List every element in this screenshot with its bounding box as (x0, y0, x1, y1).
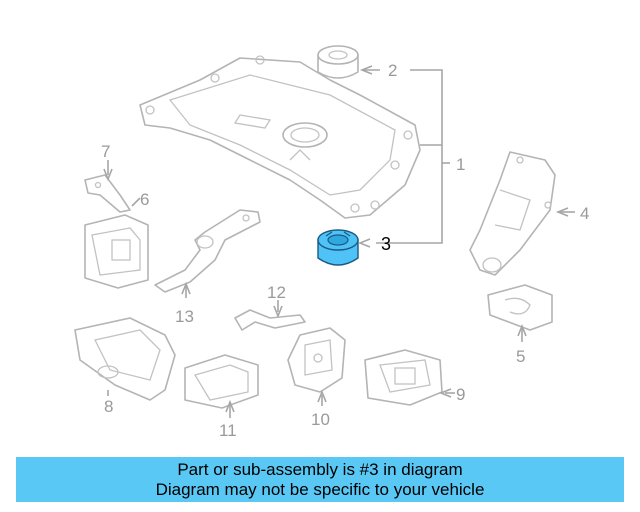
callout-11: 11 (219, 421, 237, 440)
callout-2: 2 (388, 61, 397, 80)
callout-8: 8 (104, 397, 113, 416)
callout-5: 5 (516, 347, 525, 366)
callout-9: 9 (456, 385, 465, 404)
callout-4: 4 (580, 204, 589, 223)
bracket-part-10 (287, 327, 346, 393)
torque-arm-part-13 (154, 209, 261, 293)
bracket-part-5 (487, 284, 553, 331)
callout-6: 6 (140, 190, 149, 209)
callout-7: 7 (101, 142, 110, 161)
parts-diagram: 1 2 3 4 5 6 7 8 9 10 11 12 13 (74, 45, 589, 440)
mount-block-part-11 (184, 354, 259, 409)
banner-line-1: Part or sub-assembly is #3 in diagram (177, 460, 463, 479)
engine-mount-part-6 (84, 214, 149, 289)
upper-bushing-part (317, 45, 359, 79)
banner-line-2: Diagram may not be specific to your vehi… (155, 480, 485, 499)
engine-bracket-part-4 (469, 151, 556, 276)
bent-bracket-part-12 (234, 309, 306, 331)
subframe-part (139, 55, 421, 219)
callout-10: 10 (311, 410, 330, 429)
mount-part-9 (364, 349, 443, 406)
transmission-mount-part-8 (74, 317, 176, 401)
highlighted-mount-part-3 (317, 229, 359, 266)
bracket-part-7 (84, 174, 131, 213)
leader-lines (103, 65, 575, 418)
callout-12: 12 (267, 283, 286, 302)
callout-3: 3 (381, 234, 391, 254)
info-banner: Part or sub-assembly is #3 in diagram Di… (16, 457, 624, 502)
callout-13: 13 (175, 307, 194, 326)
callout-1: 1 (456, 155, 465, 174)
callout-labels: 1 2 3 4 5 6 7 8 9 10 11 12 13 (101, 61, 589, 440)
